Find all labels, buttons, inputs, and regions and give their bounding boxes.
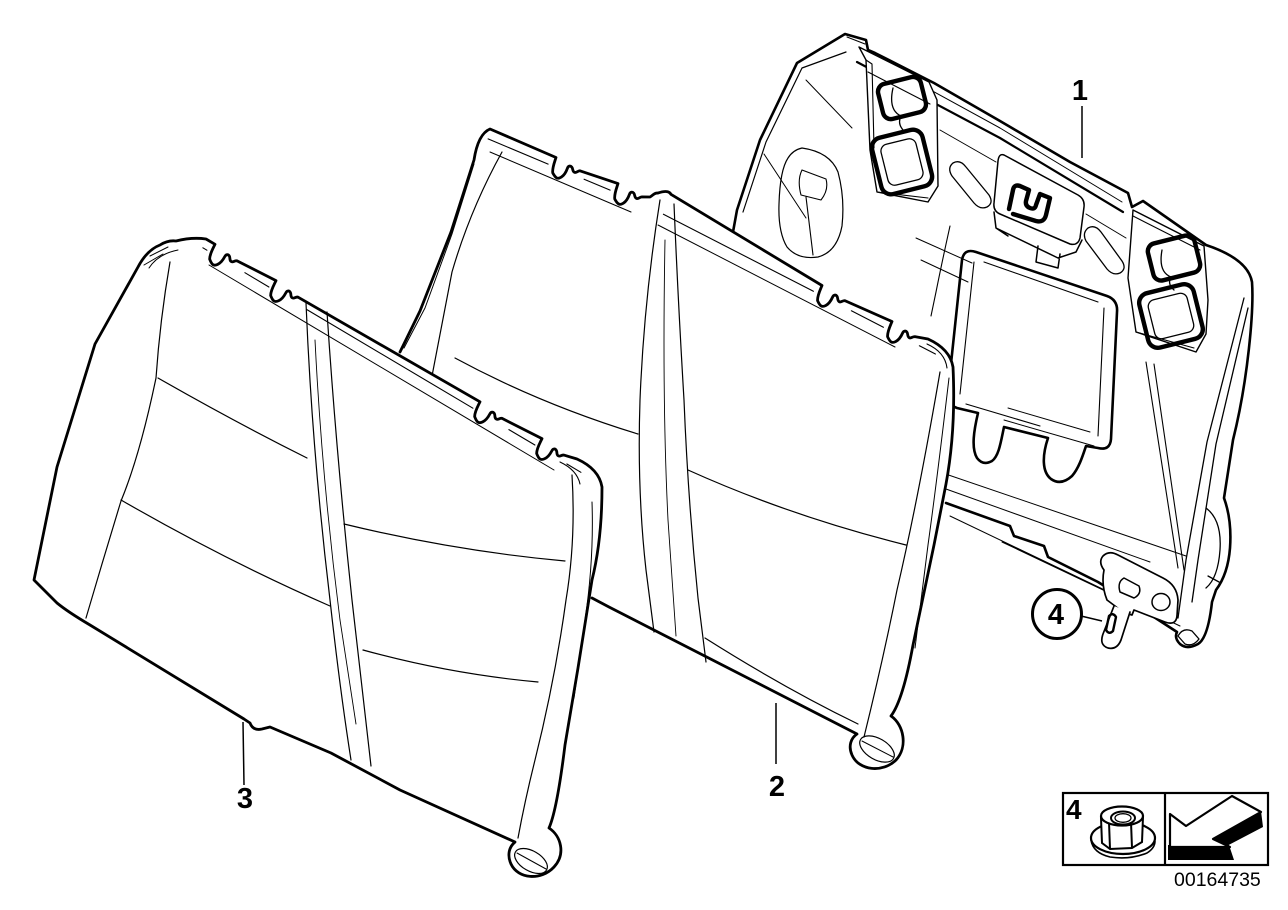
nut-hex-facets	[1108, 821, 1133, 850]
frame-left-latch-loop-upper	[875, 74, 929, 122]
cushion2-left-bolster-seam	[431, 151, 503, 377]
frame-slot-right	[1083, 226, 1125, 275]
cushion2-corner-line	[926, 343, 948, 369]
callout-4-leader	[1080, 615, 1103, 622]
cushion3-corner-ticks	[143, 246, 179, 269]
callout-4-label: 4	[1048, 599, 1064, 631]
cushion2-foot	[859, 735, 895, 763]
callout-1-label: 1	[1072, 75, 1088, 107]
cushion2-gusset-line	[487, 138, 936, 355]
frame-outline	[731, 32, 1254, 649]
frame-center-latch-striker	[1006, 183, 1053, 224]
cushion3-right-bolster-edge	[573, 501, 593, 699]
cushion3-center-band-right	[326, 311, 372, 767]
callout-3-leader	[242, 721, 245, 786]
part-1-frame-panel[interactable]	[731, 32, 1254, 650]
frame-bottom-foot	[1177, 629, 1200, 646]
cushion3-seam-right-1	[343, 523, 566, 562]
frame-center-latch-base	[993, 211, 1083, 269]
cushion3-foot	[514, 847, 548, 875]
cushion2-gusset-crease	[489, 151, 896, 348]
frame-right-knuckle	[1205, 507, 1221, 589]
frame-left-wing-crease	[763, 36, 866, 219]
cushion3-seam-left-2	[120, 499, 331, 607]
cushion2-seam-left-1	[454, 357, 639, 435]
callout-2-label: 2	[769, 771, 785, 803]
callout-1[interactable]: 1	[1072, 75, 1088, 158]
callout-3-label: 3	[237, 783, 253, 815]
callout-2[interactable]: 2	[769, 703, 785, 803]
frame-left-wing-flange	[742, 51, 847, 213]
frame-belt-hole	[778, 147, 844, 259]
arrow-side-face	[1212, 811, 1263, 849]
frame-left-latch-loop-lower	[869, 127, 935, 197]
frame-mid-crease	[930, 225, 951, 317]
callout-3[interactable]: 3	[237, 721, 253, 815]
cushion3-right-bolster-seam	[517, 474, 574, 839]
frame-bracket-tab	[1100, 605, 1131, 650]
frame-slot-left	[949, 161, 992, 209]
flange-nut-icon	[1089, 805, 1157, 859]
cushion3-seam-right-2	[362, 649, 539, 683]
frame-fill	[733, 34, 1253, 647]
legend: 4	[1061, 791, 1270, 867]
frame-face-creases-upper	[915, 129, 1127, 283]
legend-item-number: 4	[1066, 794, 1082, 825]
frame-hatch-depth-lines	[1003, 407, 1095, 447]
cushion3-foot-cap	[516, 852, 547, 870]
nut-flange-rim	[1090, 839, 1156, 859]
cushion2-fill	[400, 129, 954, 769]
frame-face-creases-lower	[927, 467, 1187, 627]
cushion2-right-bolster-seam	[863, 371, 941, 738]
callouts: 1 2 3 4	[237, 75, 1103, 815]
cushion2-center-band-right	[673, 203, 707, 663]
frame-bracket-hole-2	[1151, 592, 1171, 612]
frame-right-flange	[1177, 297, 1249, 619]
cushion2-left-edge-inner	[403, 163, 475, 349]
document-number: 00164735	[1174, 869, 1261, 891]
frame-right-latch-loop-lower-inner	[1147, 292, 1195, 340]
cushion2-center-band-left	[638, 199, 661, 633]
cushion3-center-band-mid	[314, 339, 357, 725]
cushion2-seam-right-1	[687, 469, 907, 546]
callout-4[interactable]: 4	[1031, 588, 1103, 640]
frame-bracket-hole-1	[1118, 577, 1141, 599]
frame-left-latch-loop-lower-inner	[880, 138, 924, 186]
frame-bracket-slot	[1104, 613, 1118, 634]
frame-right-rib	[1145, 361, 1185, 571]
part-3-front-cushion[interactable]	[32, 236, 604, 878]
cushion3-left-bolster-seam	[85, 261, 171, 619]
part-2-middle-cushion[interactable]	[398, 127, 956, 770]
cushion3-center-band-left	[305, 302, 352, 761]
frame-right-latch-loop-lower	[1136, 281, 1206, 351]
frame-hatch-inner-wall	[959, 261, 1105, 437]
nut-hole-inner	[1114, 813, 1132, 823]
cushion2-center-band-mid	[663, 239, 677, 637]
cushion3-outline	[32, 236, 604, 878]
callout-4-circle	[1031, 588, 1083, 640]
frame-belt-hole-inner	[798, 169, 828, 256]
cushion2-outline	[398, 127, 956, 770]
frame-right-latch-loop-upper	[1145, 233, 1203, 283]
direction-arrow-icon	[1168, 794, 1263, 860]
cushion3-gusset-crease	[208, 264, 555, 471]
arrow-bottom-face	[1168, 845, 1234, 860]
cushion3-gusset-line	[202, 247, 582, 473]
cushion2-right-bolster-edge	[914, 377, 950, 649]
cushion2-seam-right-2	[704, 637, 859, 725]
nut-hole-outer	[1110, 810, 1136, 826]
cushion3-seam-left-1	[157, 377, 308, 459]
cushion3-corner-inner	[559, 461, 581, 485]
frame-left-latch-hook	[890, 87, 905, 132]
arrow-top-face	[1168, 794, 1263, 849]
cushion2-foot-cap	[861, 740, 894, 758]
